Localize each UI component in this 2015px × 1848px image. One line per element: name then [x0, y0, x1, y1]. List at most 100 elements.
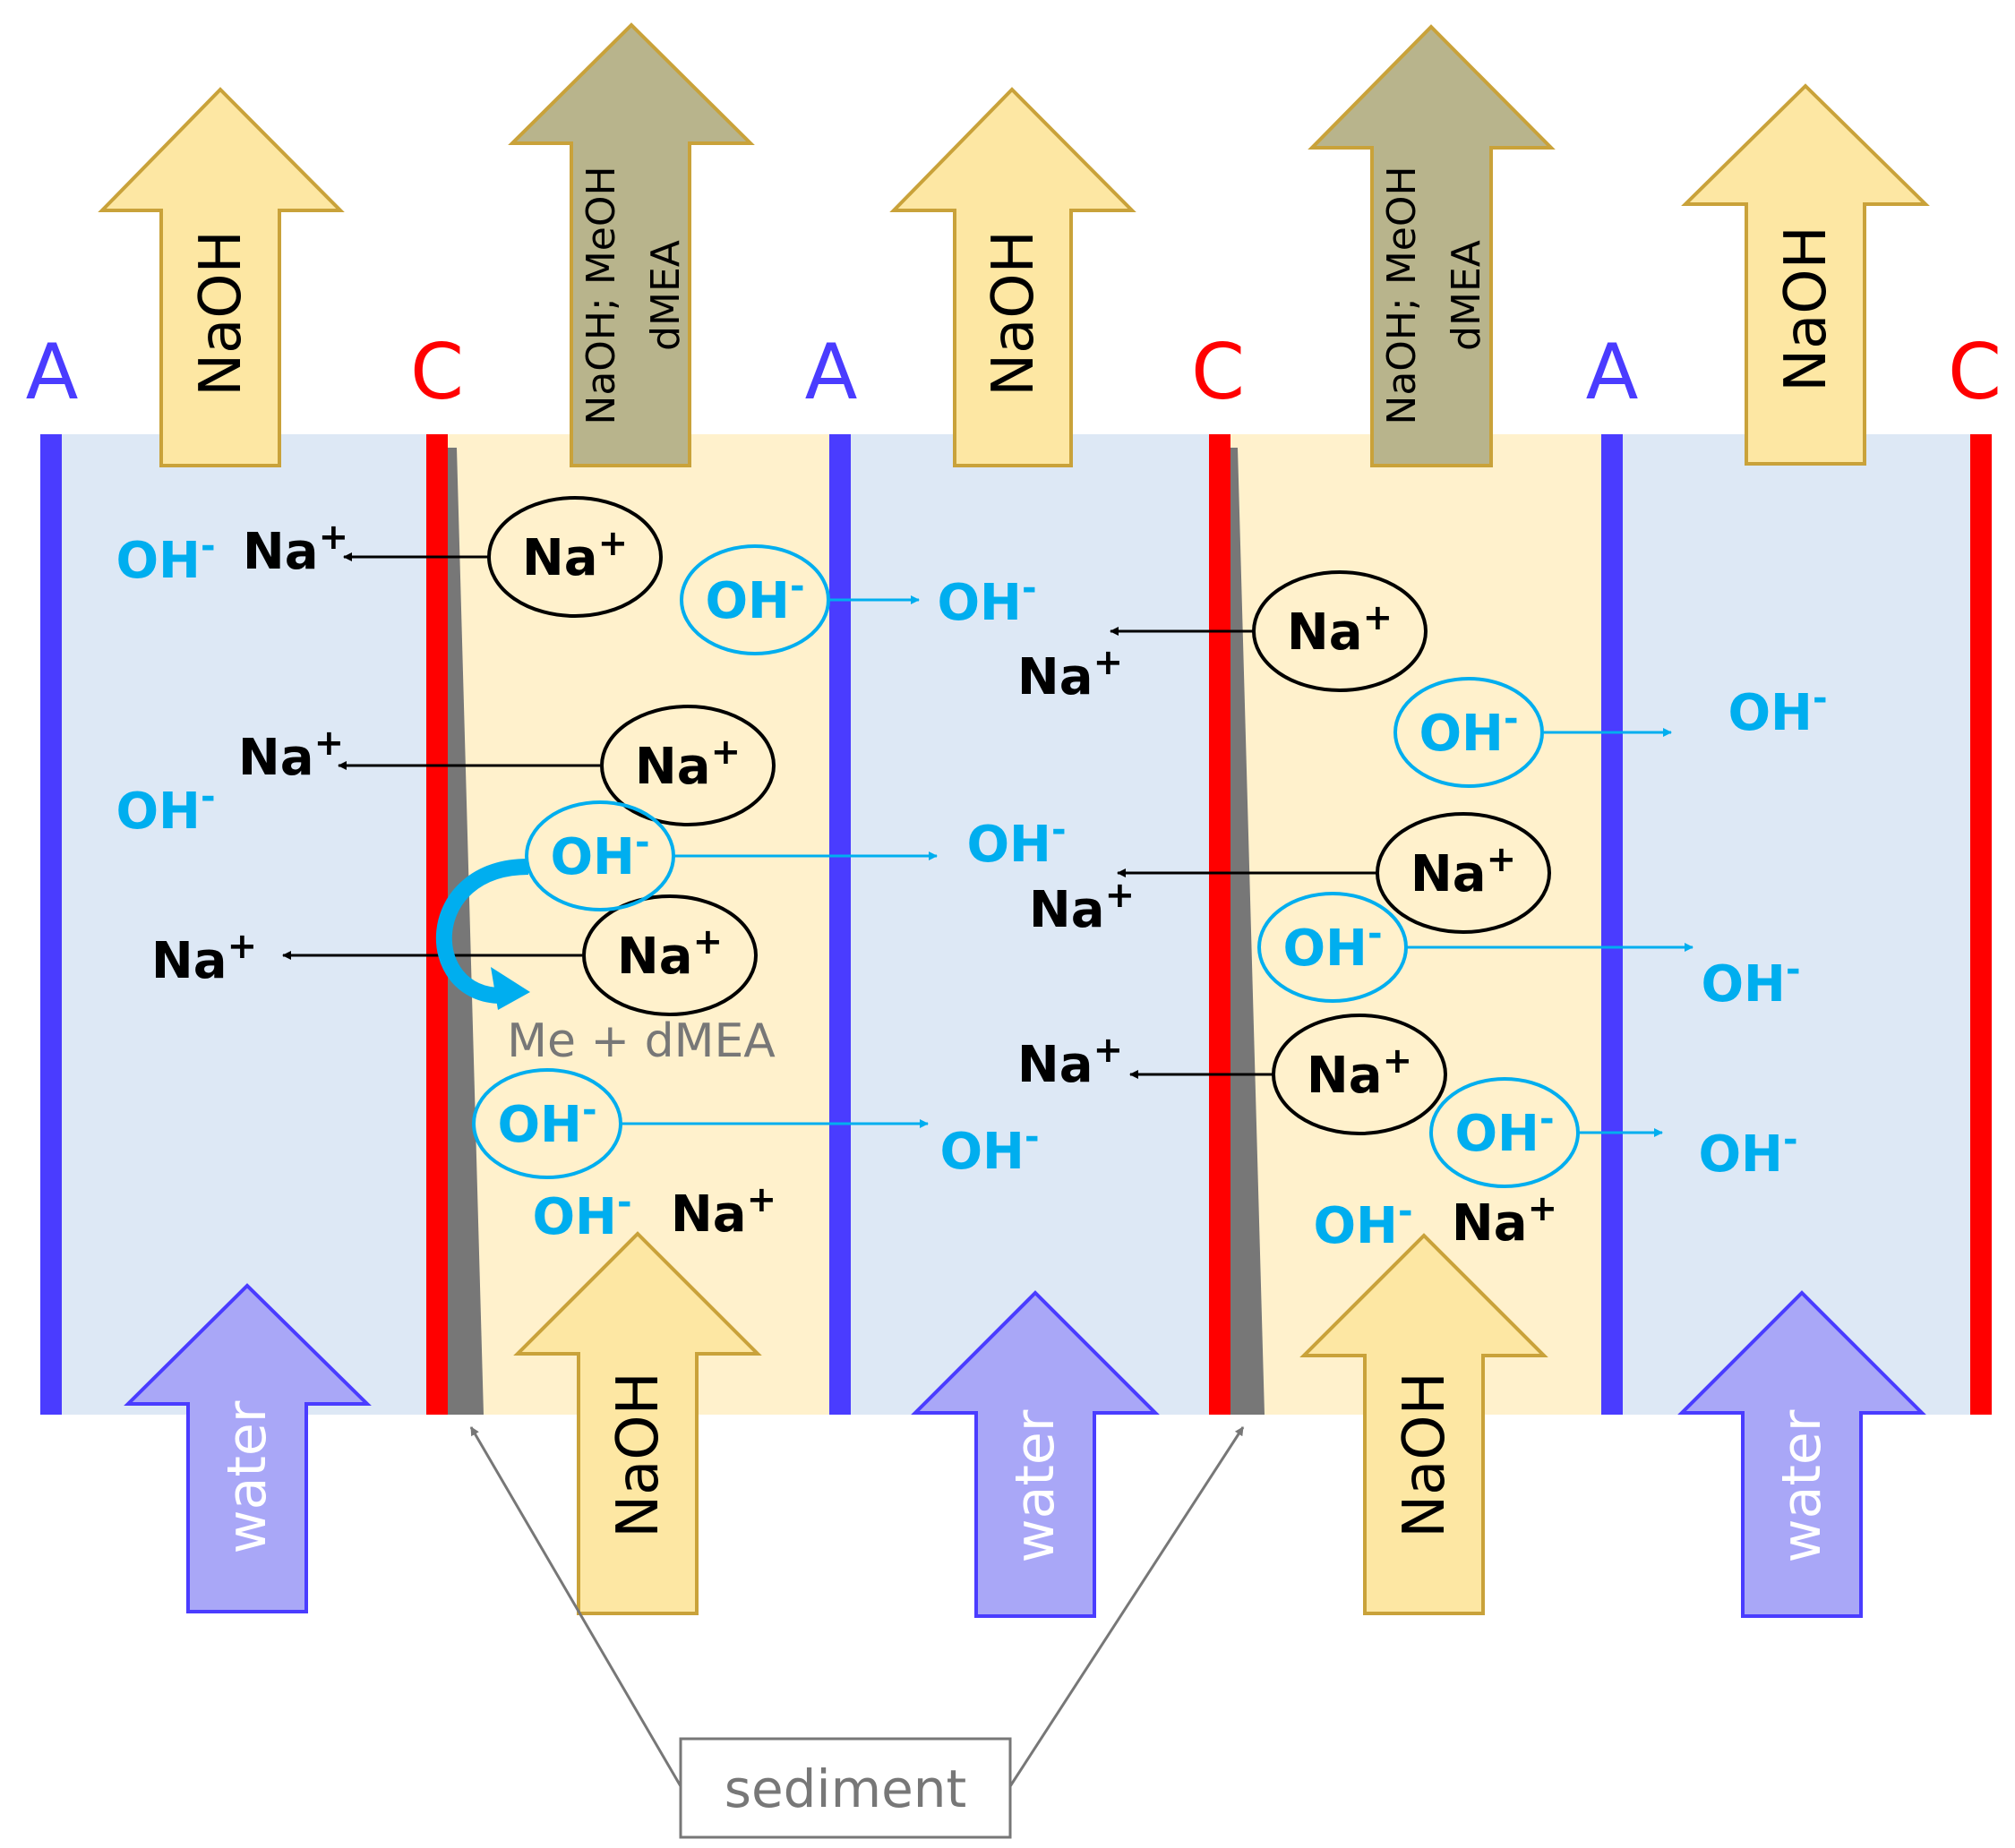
water-inlet-label-3: water [1771, 1409, 1833, 1562]
oh-ion-free-4: OH- [966, 809, 1066, 874]
oh-ion-free-3: OH- [937, 568, 1036, 632]
na-ion-in-circle-6: Na+ [1307, 1040, 1412, 1105]
callout-label: sediment [725, 1758, 967, 1819]
na-circle-5 [1376, 812, 1551, 934]
water-inlet-arrow-2: water [911, 1290, 1160, 1618]
reaction-arrowhead [491, 967, 530, 1010]
na-ion-free-1: Na+ [243, 517, 348, 581]
dilute-compartment-1 [51, 434, 432, 1415]
water-inlet-arrow-3: water [1677, 1290, 1926, 1618]
na-ion-in-circle-4: Na+ [1287, 597, 1393, 662]
naoh-outlet-arrow-2: NaOH [889, 87, 1136, 467]
naoh-inlet-arrow-1: NaOH [513, 1231, 762, 1615]
oh-ion-free-5: OH- [939, 1116, 1039, 1181]
na-circle-3 [582, 894, 758, 1016]
naoh-inlet-label-2: NaOH [1392, 1372, 1458, 1538]
na-ion-free-7: Na+ [671, 1179, 776, 1244]
mixed-outlet-label-2a: NaOH; MeOH [1379, 166, 1425, 424]
anode-label-3: A [1586, 328, 1639, 417]
oh-ion-free-7: OH- [1701, 949, 1800, 1014]
na-ion-circles [487, 496, 1551, 1135]
inlet-arrows: water NaOH water NaOH water [124, 1231, 1926, 1618]
oh-ion-in-circle-5: OH- [1282, 913, 1382, 978]
compartments [51, 434, 1976, 1415]
anion-membrane-2 [829, 434, 851, 1415]
oh-ion-free-1: OH- [116, 526, 215, 590]
na-circle-1 [487, 496, 663, 618]
oh-ion-free-9: OH- [532, 1182, 631, 1246]
oh-ion-in-circle-2: OH- [550, 822, 649, 886]
mixed-outlet-label-2b: dMEA [1444, 240, 1489, 351]
anion-membrane-1 [40, 434, 62, 1415]
cathode-label-1: C [410, 328, 464, 417]
na-ion-free-2: Na+ [238, 723, 344, 787]
naoh-outlet-label-3: NaOH [1773, 226, 1839, 392]
reaction-label: Me + dMEA [507, 1014, 776, 1068]
oh-circle-3 [472, 1068, 622, 1179]
oh-ion-in-circle-1: OH- [705, 566, 804, 630]
na-ion-in-circle-2: Na+ [635, 732, 741, 796]
reaction-arrow: Me + dMEA [435, 859, 776, 1068]
na-ion-in-circle-1: Na+ [522, 523, 628, 587]
cation-membrane-3 [1970, 434, 1992, 1415]
oh-transport-arrows [621, 595, 1693, 1137]
mixed-outlet-label-1b: dMEA [643, 240, 689, 351]
oh-circle-4 [1393, 677, 1544, 788]
naoh-inlet-arrow-2: NaOH [1299, 1233, 1548, 1615]
naoh-outlet-arrow-3: NaOH [1681, 83, 1930, 466]
mixed-outlet-arrow-2: NaOH; MeOH dMEA [1308, 24, 1556, 467]
sediment-layer-2 [1229, 448, 1265, 1415]
naoh-outlet-label-1: NaOH [188, 230, 254, 397]
na-ion-free-5: Na+ [1029, 875, 1135, 939]
oh-ion-in-circle-6: OH- [1454, 1099, 1554, 1163]
oh-circle-1 [680, 544, 830, 655]
membrane-labels: A C A C A C [26, 328, 2002, 417]
oh-ion-circles [472, 544, 1580, 1188]
membranes [40, 434, 1992, 1415]
mixed-outlet-label-1a: NaOH; MeOH [579, 166, 624, 424]
oh-ion-free-6: OH- [1728, 678, 1827, 742]
dilute-compartment-2 [847, 434, 1214, 1415]
na-ion-in-circle-5: Na+ [1410, 839, 1516, 903]
naoh-outlet-label-2: NaOH [981, 230, 1047, 397]
oh-circle-5 [1257, 892, 1408, 1003]
callout-line-1 [469, 1426, 682, 1787]
oh-ion-in-circle-4: OH- [1419, 698, 1518, 763]
sediment-callout: sediment [469, 1426, 1245, 1839]
na-ion-free-3: Na+ [151, 926, 257, 990]
oh-circle-6 [1429, 1077, 1580, 1188]
na-transport-arrows [282, 552, 1377, 1079]
dilute-compartment-3 [1618, 434, 1976, 1415]
na-ion-free-8: Na+ [1452, 1188, 1557, 1253]
callout-box [679, 1737, 1012, 1839]
water-inlet-label-2: water [1004, 1409, 1067, 1562]
reaction-curve [435, 859, 529, 1004]
mixed-outlet-arrow-1: NaOH; MeOH dMEA [508, 22, 755, 467]
oh-ion-free-2: OH- [116, 776, 215, 841]
sediment-layers [445, 448, 1265, 1415]
anode-label-2: A [805, 328, 858, 417]
anion-membrane-3 [1601, 434, 1623, 1415]
outlet-arrows: NaOH NaOH; MeOH dMEA NaOH NaOH; MeOH dME… [98, 22, 1930, 467]
naoh-inlet-label-1: NaOH [605, 1372, 672, 1538]
oh-ions: OH- OH- OH- OH- OH- OH- OH- OH- OH- OH- … [116, 526, 1827, 1255]
water-inlet-arrow-1: water [124, 1283, 372, 1613]
na-circle-6 [1272, 1014, 1447, 1135]
cathode-label-2: C [1191, 328, 1245, 417]
oh-ion-free-10: OH- [1313, 1191, 1412, 1255]
sediment-layer-1 [445, 448, 484, 1415]
cation-membrane-2 [1209, 434, 1230, 1415]
na-ion-free-6: Na+ [1017, 1030, 1123, 1094]
cathode-label-3: C [1948, 328, 2002, 417]
na-ion-in-circle-3: Na+ [617, 921, 723, 986]
oh-ion-free-8: OH- [1698, 1119, 1797, 1184]
oh-circle-2 [525, 800, 675, 911]
na-ion-free-4: Na+ [1017, 642, 1123, 706]
anode-label-1: A [26, 328, 79, 417]
naoh-outlet-arrow-1: NaOH [98, 87, 345, 467]
water-inlet-label-1: water [216, 1400, 279, 1553]
na-ions: Na+ Na+ Na+ Na+ Na+ Na+ Na+ Na+ Na+ Na+ … [151, 517, 1557, 1253]
na-circle-4 [1252, 570, 1428, 692]
oh-ion-in-circle-3: OH- [497, 1090, 596, 1154]
